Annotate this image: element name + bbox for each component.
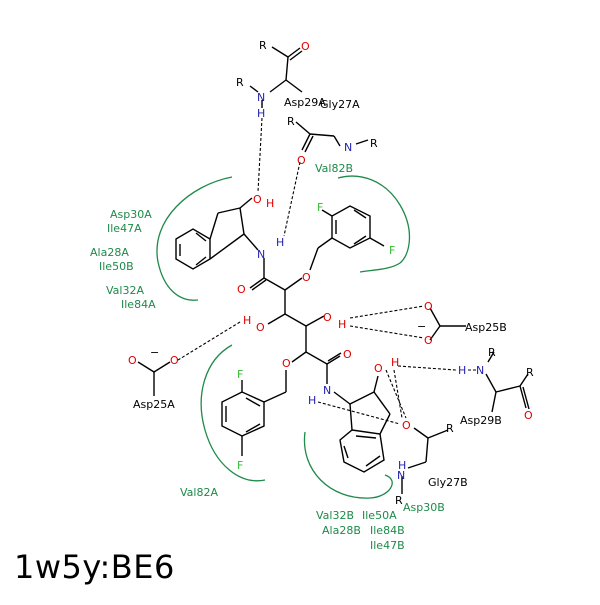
atom-h: H <box>398 459 406 472</box>
label-val82b: Val82B <box>315 162 353 175</box>
backbone-residue-labels: Asp29A Gly27A Asp25B Asp25A Asp29B Gly27… <box>133 96 507 489</box>
atom-minus: − <box>150 346 159 359</box>
atom-f: F <box>237 459 243 472</box>
hydrophobic-arc-left-top <box>156 176 233 301</box>
label-asp25b: Asp25B <box>465 321 507 334</box>
atom-r: R <box>446 422 454 435</box>
atom-r: R <box>395 494 403 507</box>
asp25a-carboxylate <box>137 361 171 396</box>
label-ile84a: Ile84A <box>121 298 156 311</box>
lower-difluorobenzyl <box>221 370 287 456</box>
hydrophobic-arc-bottom <box>303 431 393 499</box>
bottom-indane-group <box>333 375 391 473</box>
hydrogen-bonds <box>177 117 478 425</box>
atom-h: H <box>257 107 265 120</box>
top-backbone <box>249 46 369 153</box>
hydrophobic-arc-val82a <box>200 344 266 482</box>
atom-f: F <box>237 368 243 381</box>
hydrophobic-arc-val82b <box>337 175 411 273</box>
atom-o: O <box>256 321 265 334</box>
diagram-title: 1w5y:BE6 <box>14 548 175 586</box>
label-ala28a: Ala28A <box>90 246 129 259</box>
atom-r: R <box>287 115 295 128</box>
atom-o: O <box>343 348 352 361</box>
atom-h: H <box>391 356 399 369</box>
atom-o: O <box>128 354 137 367</box>
label-ile47b: Ile47B <box>370 539 405 552</box>
atom-labels: R O R N H R N R O O H F N H F O O O O H … <box>128 39 534 507</box>
atom-o: O <box>237 283 246 296</box>
label-ile47a: Ile47A <box>107 222 142 235</box>
atom-h: H <box>243 314 251 327</box>
bottom-backbone <box>401 427 449 494</box>
label-ile50a: Ile50A <box>362 509 397 522</box>
atom-o: O <box>424 334 433 347</box>
atom-o: O <box>253 193 262 206</box>
atom-r: R <box>488 346 496 359</box>
atom-h: H <box>266 197 274 210</box>
atom-f: F <box>317 201 323 214</box>
upper-difluorobenzyl <box>309 205 385 271</box>
atom-o: O <box>524 409 533 422</box>
atom-o: O <box>402 419 411 432</box>
asp25b-carboxylate <box>429 307 466 341</box>
label-asp30a: Asp30A <box>110 208 152 221</box>
atom-r: R <box>259 39 267 52</box>
atom-n: N <box>476 364 484 377</box>
atom-h: H <box>458 364 466 377</box>
central-chain <box>249 258 342 384</box>
atom-r: R <box>526 366 534 379</box>
label-val32a: Val32A <box>106 284 144 297</box>
atom-o: O <box>297 154 306 167</box>
atom-o: O <box>301 40 310 53</box>
label-gly27b: Gly27B <box>428 476 468 489</box>
label-ile84b: Ile84B <box>370 524 405 537</box>
atom-h: H <box>338 318 346 331</box>
hydrophobic-residue-labels: Asp30A Ile47A Ala28A Ile50B Val32A Ile84… <box>90 162 445 552</box>
atom-o: O <box>424 300 433 313</box>
atom-r: R <box>370 137 378 150</box>
atom-o: O <box>302 271 311 284</box>
atom-r: R <box>236 76 244 89</box>
atom-minus: − <box>417 320 426 333</box>
atom-h: H <box>308 394 316 407</box>
label-ile50b: Ile50B <box>99 260 134 273</box>
atom-n: N <box>397 469 405 482</box>
atom-n: N <box>344 141 352 154</box>
label-ala28b: Ala28B <box>322 524 361 537</box>
atom-n: N <box>257 91 265 104</box>
right-backbone <box>485 351 530 413</box>
atom-o: O <box>374 362 383 375</box>
label-gly27a: Gly27A <box>320 98 360 111</box>
label-asp30b: Asp30B <box>403 501 445 514</box>
label-asp29b: Asp29B <box>460 414 502 427</box>
atom-f: F <box>389 244 395 257</box>
atom-o: O <box>170 354 179 367</box>
atom-o: O <box>282 357 291 370</box>
atom-n: N <box>257 248 265 261</box>
label-asp29a: Asp29A <box>284 96 326 109</box>
atom-o: O <box>323 311 332 324</box>
top-indane-group <box>175 197 259 270</box>
label-val32b: Val32B <box>316 509 354 522</box>
label-asp25a: Asp25A <box>133 398 175 411</box>
atom-n: N <box>323 384 331 397</box>
label-val82a: Val82A <box>180 486 218 499</box>
atom-h: H <box>276 236 284 249</box>
